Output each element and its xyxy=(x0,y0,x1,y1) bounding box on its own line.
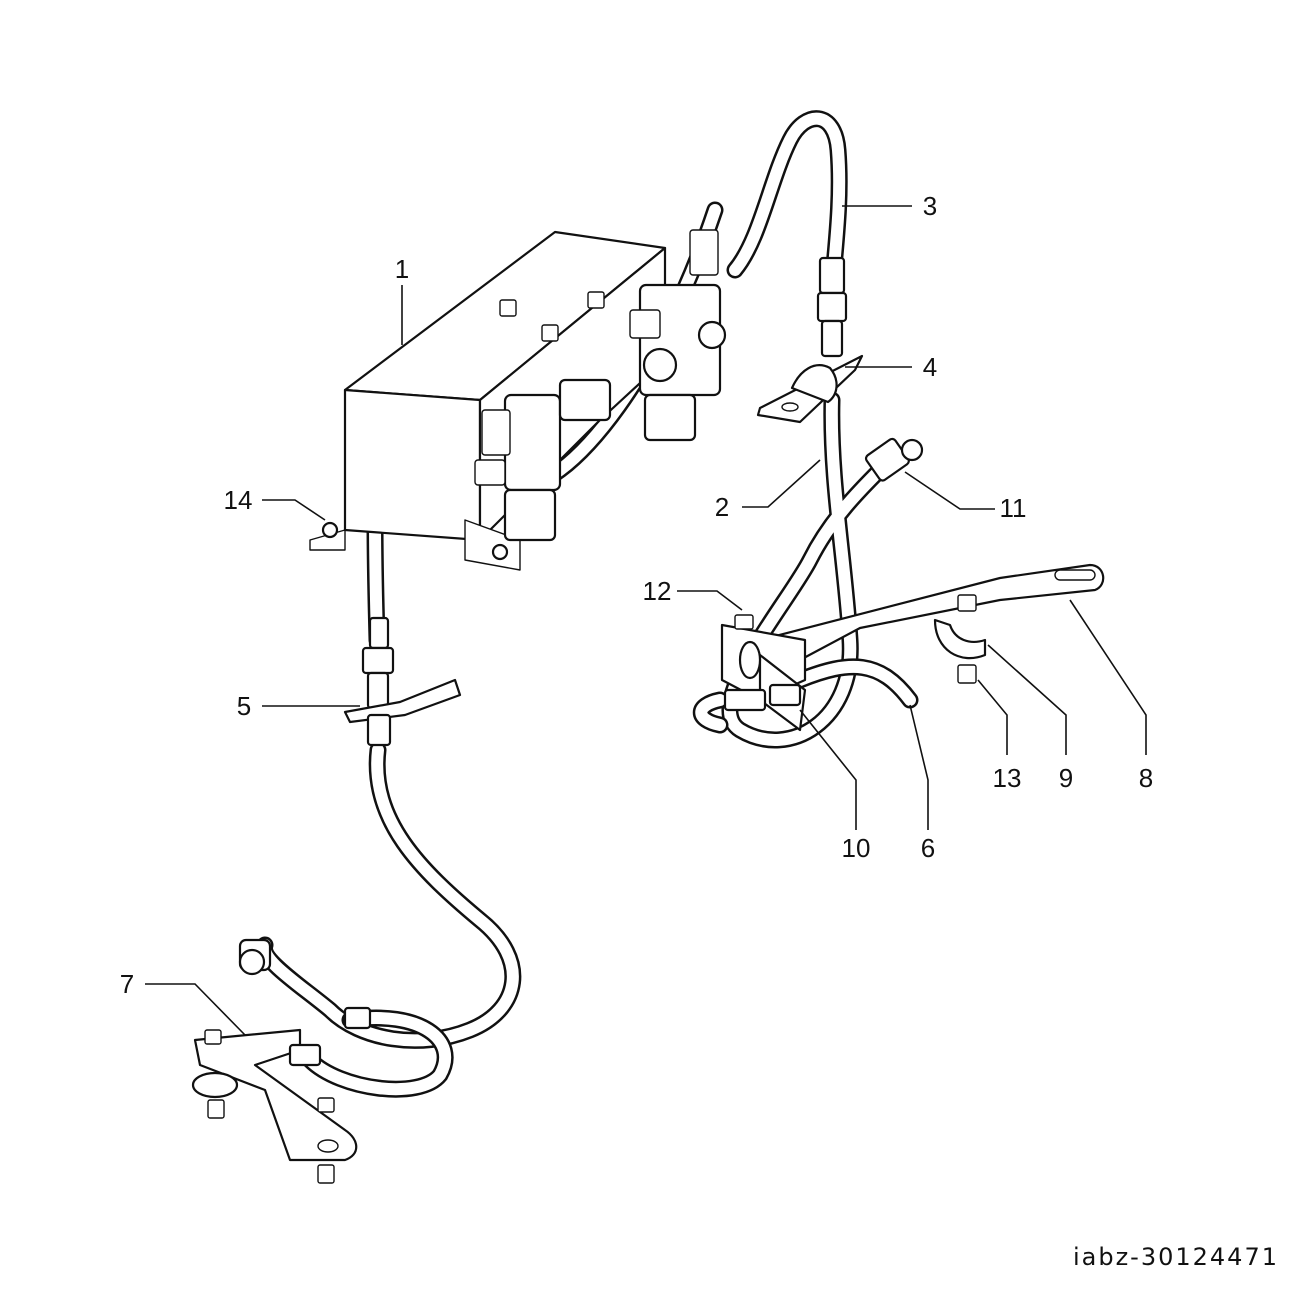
valve-block-assembly xyxy=(309,229,727,571)
leader-11 xyxy=(904,471,995,510)
leader-8 xyxy=(1069,599,1147,755)
callout-2: 2 xyxy=(715,492,729,522)
leader-9 xyxy=(987,644,1067,755)
hose-6 xyxy=(692,658,919,734)
callout-6: 6 xyxy=(921,833,935,863)
figure-reference-id: iabz-30124471 xyxy=(1072,1243,1279,1271)
callout-12: 12 xyxy=(643,576,672,606)
hose-2 xyxy=(721,391,889,749)
leader-14 xyxy=(262,499,326,521)
callout-4: 4 xyxy=(923,352,937,382)
callout-14: 14 xyxy=(224,485,253,515)
leader-lines xyxy=(145,205,1147,1036)
callout-labels: 1 2 3 4 5 6 7 8 9 10 11 12 13 14 xyxy=(120,191,1153,999)
leader-7 xyxy=(145,983,246,1036)
callout-7: 7 xyxy=(120,969,134,999)
leader-6 xyxy=(909,704,929,830)
callout-8: 8 xyxy=(1139,763,1153,793)
callout-3: 3 xyxy=(923,191,937,221)
clamp-plate-4 xyxy=(756,354,864,424)
clamp-9 xyxy=(933,594,987,684)
callout-11: 11 xyxy=(1000,493,1027,523)
leader-13 xyxy=(977,679,1008,755)
leader-12 xyxy=(677,590,743,611)
fitting-11 xyxy=(864,437,924,482)
mount-bracket-12 xyxy=(720,614,807,732)
fitting-upper-right xyxy=(816,256,848,358)
callout-5: 5 xyxy=(237,691,251,721)
callout-9: 9 xyxy=(1059,763,1073,793)
leader-10 xyxy=(799,709,857,830)
leader-2 xyxy=(742,459,821,508)
callout-13: 13 xyxy=(993,763,1022,793)
callout-10: 10 xyxy=(842,833,871,863)
clamp-plate-5 xyxy=(343,616,462,747)
bracket-arm-8 xyxy=(758,563,1105,662)
lower-bracket-7 xyxy=(191,938,372,1184)
callout-1: 1 xyxy=(395,254,409,284)
hose-3 xyxy=(726,110,848,299)
hose-left-lower xyxy=(256,741,522,1098)
